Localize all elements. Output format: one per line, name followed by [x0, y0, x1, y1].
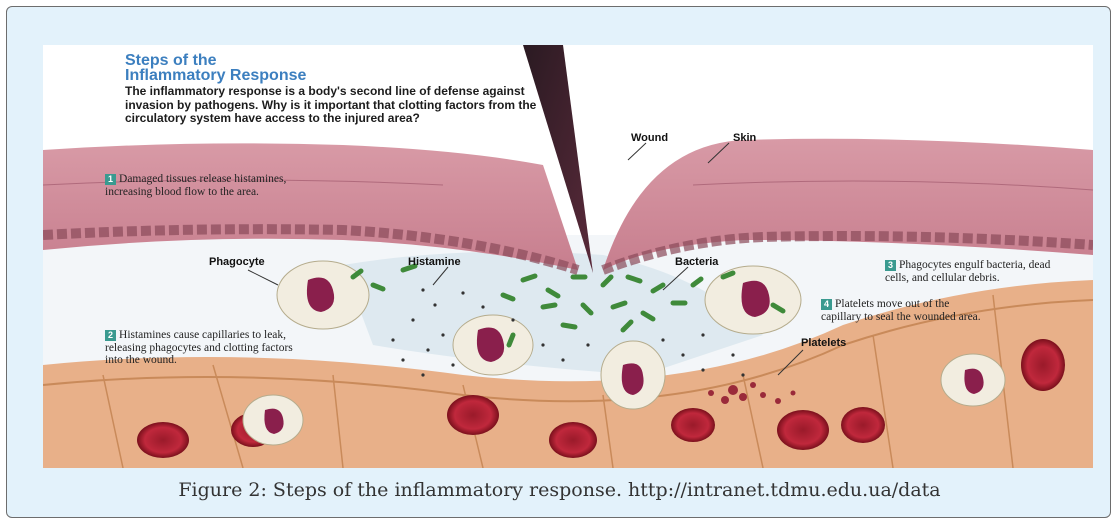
step-4-number: 4	[821, 299, 832, 310]
inflammatory-response-illustration: Steps of the Inflammatory Response The i…	[43, 45, 1093, 468]
label-wound: Wound	[631, 132, 668, 144]
step-2-number: 2	[105, 330, 116, 341]
step-2-text: Histamines cause capillaries to leak, re…	[105, 329, 293, 366]
label-skin: Skin	[733, 132, 756, 144]
figure-frame: Steps of the Inflammatory Response The i…	[6, 6, 1111, 518]
step-1-number: 1	[105, 174, 116, 185]
figure-caption: Figure 2: Steps of the inflammatory resp…	[7, 479, 1112, 501]
step-3-text: Phagocytes engulf bacteria, dead cells, …	[885, 259, 1050, 284]
step-3-number: 3	[885, 260, 896, 271]
figure-intro-text: The inflammatory response is a body's se…	[125, 85, 545, 126]
step-4-text: Platelets move out of the capillary to s…	[821, 298, 981, 323]
label-platelets: Platelets	[801, 337, 846, 349]
label-histamine: Histamine	[408, 256, 461, 268]
label-bacteria: Bacteria	[675, 256, 718, 268]
step-1-text: Damaged tissues release histamines, incr…	[105, 173, 286, 198]
label-phagocyte: Phagocyte	[209, 256, 265, 268]
figure-title: Steps of the Inflammatory Response	[125, 53, 306, 83]
